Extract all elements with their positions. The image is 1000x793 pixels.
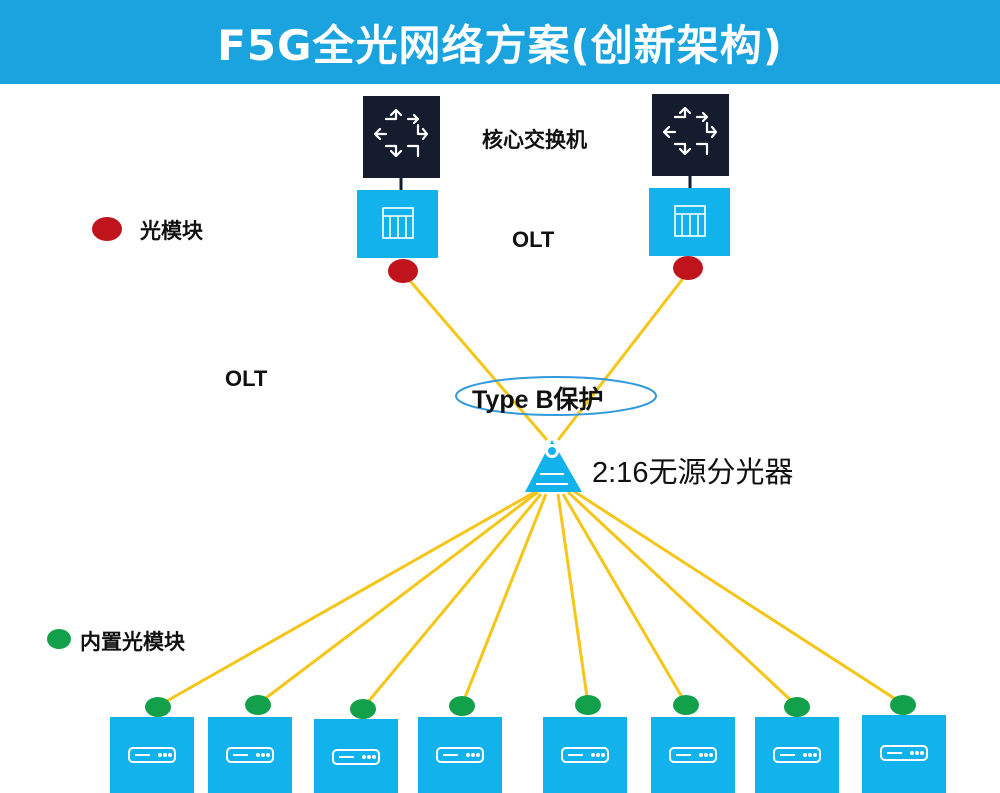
builtin-modules [47, 629, 916, 719]
core-switch-left [363, 96, 440, 190]
optical-module-right [673, 256, 703, 280]
splitter-label: 2:16无源分光器 [592, 457, 794, 489]
fiber-onu-2 [257, 490, 539, 706]
triangle-splitter-icon [525, 440, 582, 492]
builtin-module-1 [145, 697, 171, 717]
router-icon [669, 747, 717, 763]
uplink-fibers [403, 271, 690, 441]
onu-row [110, 715, 946, 793]
builtin-module-2 [245, 695, 271, 715]
type-b-ellipse [455, 376, 657, 416]
fiber-onu-4 [460, 493, 548, 706]
builtin-module-legend-label: 内置光模块 [80, 631, 185, 654]
onu-device-7 [755, 717, 839, 793]
optical-module-legend-dot [92, 217, 122, 241]
olt-label-top: OLT [512, 227, 555, 252]
builtin-module-7 [784, 697, 810, 717]
onu-device-2 [208, 717, 292, 793]
fiber-onu-5 [556, 493, 590, 705]
olt-right [649, 188, 730, 256]
type-b-protection-label: Type B保护 [472, 386, 604, 414]
router-icon [332, 749, 380, 765]
grid-box-icon [674, 205, 706, 237]
optical-module-left [388, 259, 418, 283]
router-icon [773, 747, 821, 763]
grid-box-icon [382, 207, 414, 239]
fiber-right-olt [556, 271, 690, 441]
onu-device-1 [110, 717, 194, 793]
router-icon [226, 747, 274, 763]
fiber-onu-7 [566, 490, 799, 708]
arrows-cross-icon [662, 106, 718, 156]
core-switch-right [652, 94, 729, 188]
core-switch-label: 核心交换机 [482, 129, 587, 152]
olt-label-left: OLT [225, 366, 268, 391]
onu-device-5 [543, 717, 627, 793]
onu-device-3 [314, 719, 398, 793]
onu-device-8 [862, 715, 946, 793]
onu-device-6 [651, 717, 735, 793]
downlink-fibers [157, 488, 904, 709]
fiber-left-olt [403, 274, 549, 441]
olt-left [357, 190, 438, 258]
router-icon [880, 745, 928, 761]
router-icon [561, 747, 609, 763]
builtin-module-legend-dot [47, 629, 71, 649]
title-bar: F5G全光网络方案(创新架构) [0, 0, 1000, 84]
fiber-onu-8 [571, 488, 904, 706]
builtin-module-5 [575, 695, 601, 715]
router-icon [436, 747, 484, 763]
onu-device-4 [418, 717, 502, 793]
builtin-module-6 [673, 695, 699, 715]
builtin-module-8 [890, 695, 916, 715]
builtin-module-4 [449, 696, 475, 716]
fiber-onu-3 [361, 493, 543, 709]
fiber-onu-1 [157, 490, 536, 708]
router-icon [128, 747, 176, 763]
builtin-module-3 [350, 699, 376, 719]
optical-module-legend-label: 光模块 [140, 220, 203, 243]
page-title: F5G全光网络方案(创新架构) [217, 20, 783, 70]
arrows-cross-icon [373, 108, 429, 158]
fiber-onu-6 [561, 493, 688, 705]
